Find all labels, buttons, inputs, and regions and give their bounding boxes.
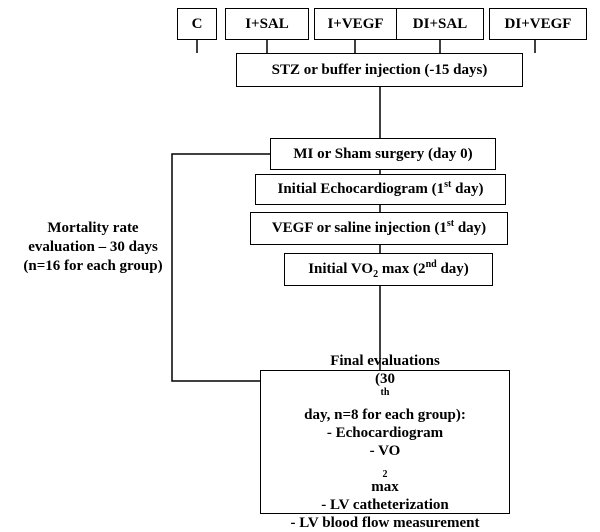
stz-injection-box: STZ or buffer injection (-15 days): [236, 53, 523, 87]
final-item-lv-catheterization: - LV catheterization: [321, 497, 449, 513]
final-item-lv-blood-flow: - LV blood flow measurement: [290, 515, 480, 531]
group-box-di-vegf: DI+VEGF: [489, 8, 587, 40]
group-box-c: C: [177, 8, 217, 40]
vegf-text: VEGF or saline injection (1st day): [271, 218, 487, 237]
mortality-line-2: evaluation – 30 days: [28, 239, 158, 255]
group-box-i-sal: I+SAL: [225, 8, 309, 40]
echo-text: Initial Echocardiogram (1st day): [277, 179, 484, 198]
mi-surgery-box: MI or Sham surgery (day 0): [270, 138, 496, 170]
echocardiogram-box: Initial Echocardiogram (1st day): [255, 174, 506, 205]
final-item-echocardiogram: - Echocardiogram: [326, 425, 444, 441]
mortality-line-3: (n=16 for each group): [23, 258, 163, 274]
vo2-text: Initial VO2 max (2nd day): [308, 259, 469, 280]
vo2-max-box: Initial VO2 max (2nd day): [284, 253, 493, 286]
vegf-injection-box: VEGF or saline injection (1st day): [250, 212, 508, 245]
group-box-i-vegf: I+VEGF: [314, 8, 397, 40]
mortality-label: Mortality rate evaluation – 30 days (n=1…: [14, 219, 172, 276]
final-title: Final evaluations: [330, 353, 440, 369]
mortality-line-1: Mortality rate: [47, 220, 139, 236]
group-box-di-sal: DI+SAL: [396, 8, 484, 40]
